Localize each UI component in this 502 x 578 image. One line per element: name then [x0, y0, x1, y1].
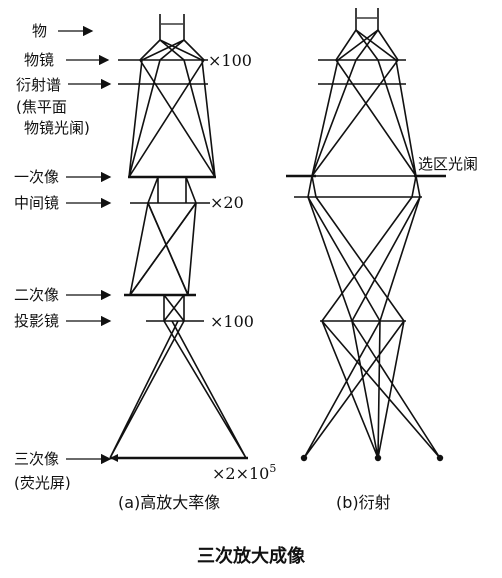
diffraction-spot-left — [300, 454, 308, 462]
diagram-b — [286, 8, 446, 462]
rays-projector-in — [163, 294, 185, 322]
label-focal-plane-2: 物镜光阑) — [24, 119, 90, 137]
caption-a: (a)高放大率像 — [118, 493, 220, 512]
mag-objective: ×100 — [208, 51, 252, 70]
diffraction-spot-right — [436, 454, 444, 462]
b-rays-right — [311, 29, 399, 177]
label-object: 物 — [32, 22, 47, 40]
rays-projector-out — [109, 320, 247, 459]
mag-projector: ×100 — [210, 312, 254, 331]
label-focal-plane-1: (焦平面 — [16, 98, 67, 116]
rays-obj-right-point — [128, 39, 206, 178]
mag-total: ×2×105 — [212, 462, 276, 483]
label-second-image: 二次像 — [14, 286, 59, 304]
b-rays-intermediate-cross — [307, 196, 421, 322]
b-rays-projector — [303, 320, 441, 459]
figure-title: 三次放大成像 — [197, 545, 306, 567]
label-objective: 物镜 — [24, 51, 54, 69]
diagram-a — [109, 14, 248, 462]
label-projector-lens: 投影镜 — [14, 312, 59, 330]
diffraction-spot-center — [374, 454, 382, 462]
label-screen: (荧光屏) — [14, 474, 71, 492]
mag-intermediate: ×20 — [210, 193, 244, 212]
left-labels: 物 物镜 衍射谱 (焦平面 物镜光阑) 一次像 中间镜 二次像 投影镜 三次像 … — [14, 22, 112, 492]
label-first-image: 一次像 — [14, 168, 59, 186]
rays-intermediate-cross — [129, 202, 197, 296]
label-intermediate-lens: 中间镜 — [14, 194, 59, 212]
third-image-arrowhead — [110, 454, 118, 462]
label-diffraction-spectrum: 衍射谱 — [16, 76, 61, 94]
label-selected-area-aperture: 选区光阑 — [418, 155, 478, 173]
rays-obj-left-point — [138, 39, 216, 178]
label-third-image: 三次像 — [14, 450, 59, 468]
caption-b: (b)衍射 — [336, 493, 391, 512]
